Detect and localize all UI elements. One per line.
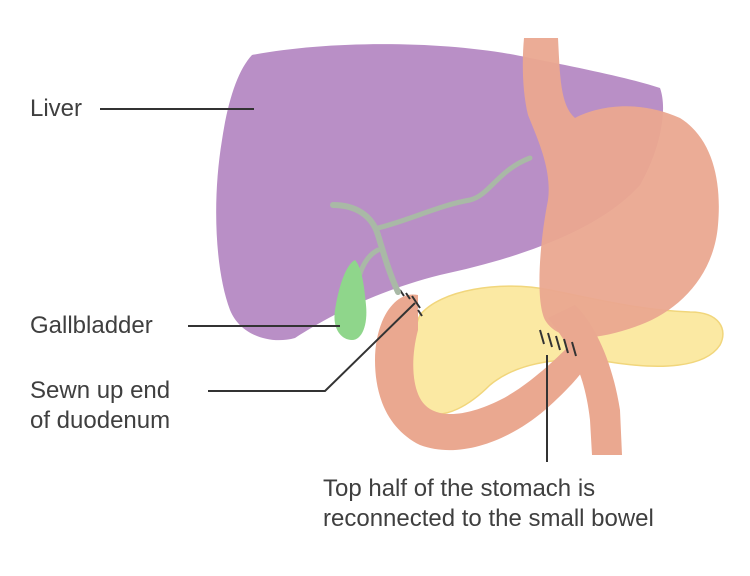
label-top-half-stomach: Top half of the stomach is reconnected t…	[323, 474, 654, 534]
label-top-line-1: Top half of the stomach is	[323, 475, 596, 502]
duodenum-shape	[375, 294, 590, 451]
stomach-shape	[522, 38, 719, 338]
staple-line-stomach	[539, 329, 577, 357]
staple-line-duodenum	[399, 289, 423, 317]
label-sewn-up-end: Sewn up end of duodenum	[30, 376, 170, 436]
gallbladder-shape	[334, 260, 367, 340]
leader-sewn-end	[208, 302, 416, 392]
label-top-line-2: reconnected to the small bowel	[323, 505, 654, 532]
label-liver: Liver	[30, 95, 83, 122]
label-sewn-line-2: of duodenum	[30, 407, 171, 434]
bile-duct	[330, 202, 401, 295]
label-sewn-line-1: Sewn up end	[30, 377, 171, 404]
label-gallbladder: Gallbladder	[30, 312, 153, 339]
small-bowel-limb	[548, 305, 622, 455]
hepatic-duct	[375, 155, 533, 231]
